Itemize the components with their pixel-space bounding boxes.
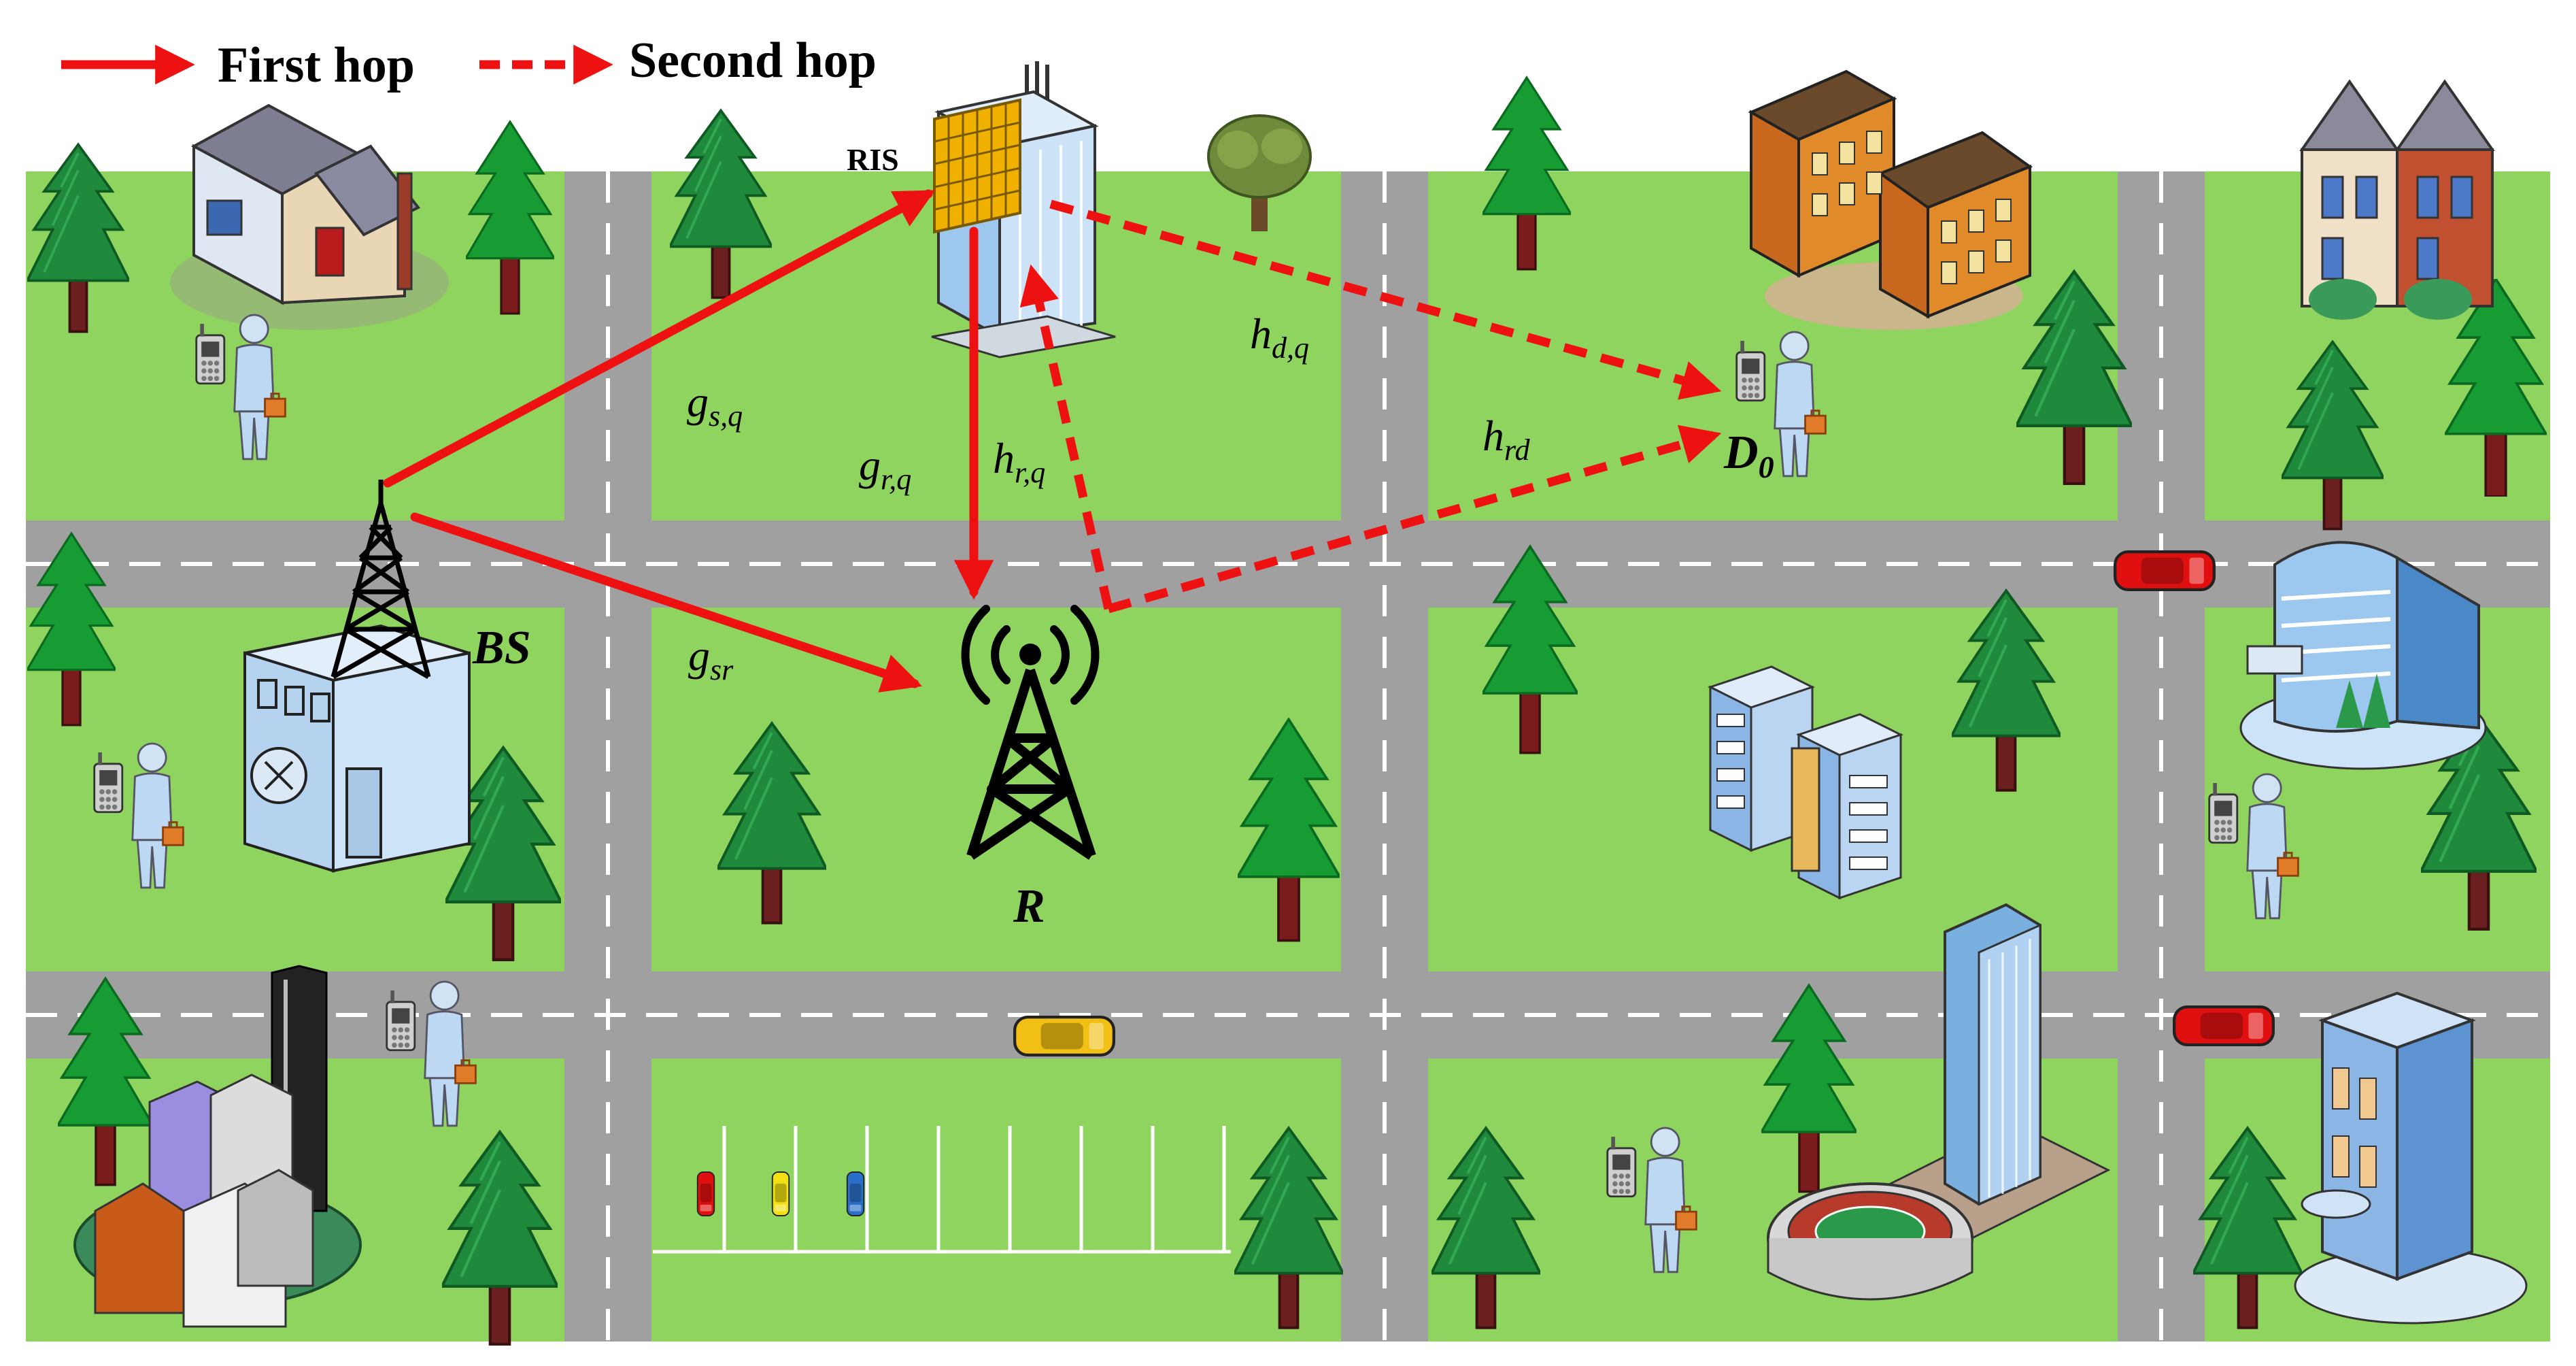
channel-label-grq: gr,q xyxy=(859,441,911,496)
ris-label: RIS xyxy=(847,142,899,177)
legend-first-hop-label: First hop xyxy=(218,37,415,93)
car-icon xyxy=(698,1172,715,1216)
office-building-icon xyxy=(1708,665,1903,900)
link-ris-to-destination xyxy=(1049,199,1722,400)
relay-label: R xyxy=(1013,880,1045,933)
base-station-building-icon xyxy=(243,624,471,873)
school-building-icon xyxy=(1748,69,2033,330)
channel-label-hrq: hr,q xyxy=(993,434,1045,489)
parking-lot xyxy=(653,1126,1231,1254)
ris-building-icon xyxy=(931,61,1116,359)
car-icon xyxy=(847,1172,864,1216)
second-hop-links xyxy=(1019,199,1722,614)
legend-second-hop-label: Second hop xyxy=(629,33,877,88)
oak-tree-icon xyxy=(1207,114,1312,231)
legend: First hop Second hop xyxy=(61,33,877,93)
shop-building-icon xyxy=(2294,991,2528,1325)
car-icon xyxy=(1015,1017,1114,1055)
channel-label-hdq: hd,q xyxy=(1250,310,1309,365)
car-icon xyxy=(2174,1007,2273,1045)
relay-antenna-icon xyxy=(961,605,1100,860)
first-hop-links xyxy=(383,189,994,693)
townhouse-icon xyxy=(2299,79,2495,320)
stadium-icon xyxy=(1767,1182,1973,1301)
channel-label-gsq: gs,q xyxy=(687,378,743,433)
channel-label-gsr: gsr xyxy=(688,631,734,686)
buildings xyxy=(73,61,2528,1328)
car-icon xyxy=(2115,552,2214,590)
destination-label: D0 xyxy=(1723,427,1774,484)
ris-panel-icon xyxy=(933,98,1021,234)
city-skyscrapers-icon xyxy=(73,965,362,1328)
hotel-building-icon xyxy=(2239,541,2487,770)
link-relay-to-ris xyxy=(1019,264,1113,610)
bs-label: BS xyxy=(472,622,531,674)
channel-labels: gs,q gr,q hr,q hd,q hrd gsr xyxy=(687,310,1530,686)
trees xyxy=(27,76,2547,1344)
car-icon xyxy=(773,1172,790,1216)
link-bs-to-ris xyxy=(383,189,936,488)
house-icon xyxy=(170,103,449,330)
link-bs-to-relay xyxy=(410,512,923,693)
channel-label-hrd: hrd xyxy=(1482,412,1530,467)
node-labels: BS RIS R D0 xyxy=(472,142,1774,933)
link-relay-to-destination xyxy=(1107,424,1722,614)
base-station-icon xyxy=(331,480,431,680)
